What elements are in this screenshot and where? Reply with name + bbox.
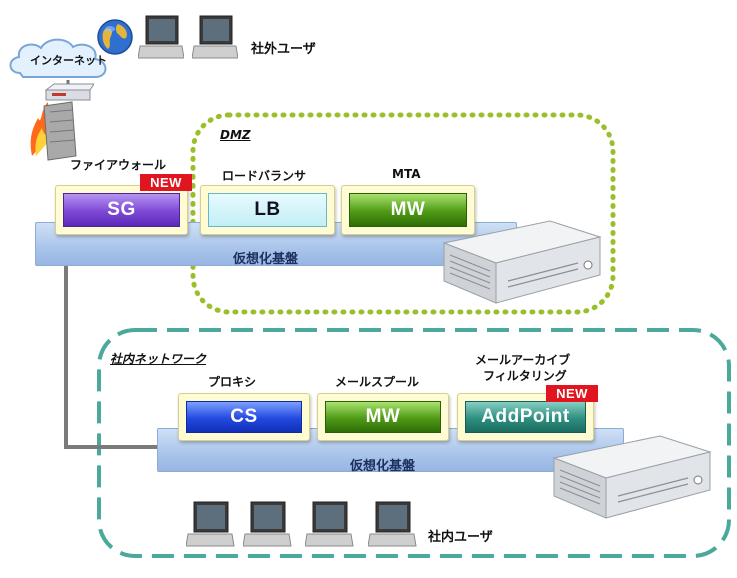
firewall-label: ファイアウォール [70, 158, 167, 172]
internet-cloud-icon [9, 38, 107, 78]
firewall-module: SG [55, 185, 188, 235]
filtering-label: フィルタリング [483, 369, 567, 383]
server-icon [552, 435, 712, 519]
cs-product: CS [186, 401, 302, 433]
load-balancer-module: LB [200, 185, 335, 235]
internet-label: インターネット [30, 54, 107, 67]
firewall-icon [30, 101, 77, 161]
router-icon [44, 83, 94, 101]
new-badge: NEW [546, 385, 598, 402]
laptop-icon [368, 501, 417, 547]
mail-archive-module: AddPoint [457, 393, 594, 441]
proxy-module: CS [178, 393, 310, 441]
globe-icon [97, 19, 133, 55]
laptop-icon [138, 15, 184, 59]
mw-product: MW [325, 401, 441, 433]
mw-product: MW [349, 193, 467, 227]
new-badge: NEW [140, 174, 192, 191]
internal-users-label: 社内ユーザ [428, 530, 493, 545]
server-icon [442, 220, 602, 304]
dmz-zone-outline [190, 112, 616, 315]
platform-label-internal: 仮想化基盤 [350, 459, 416, 474]
proxy-label: プロキシ [208, 375, 257, 389]
load-balancer-label: ロードバランサ [222, 169, 307, 183]
mta-module: MW [341, 185, 475, 235]
trunk-cable [64, 240, 160, 449]
mail-archive-label: メールアーカイブ [475, 353, 571, 367]
mail-spool-module: MW [317, 393, 449, 441]
laptop-icon [192, 15, 238, 59]
internal-zone-outline [97, 328, 731, 558]
dmz-title: DMZ [220, 128, 251, 142]
external-users-label: 社外ユーザ [251, 42, 316, 57]
laptop-icon [305, 501, 354, 547]
sg-product: SG [63, 193, 180, 227]
internal-network-title: 社内ネットワーク [110, 352, 207, 366]
lb-product: LB [208, 193, 327, 227]
mta-label: MTA [392, 167, 421, 181]
laptop-icon [243, 501, 292, 547]
mail-spool-label: メールスプール [335, 375, 420, 389]
platform-label-dmz: 仮想化基盤 [233, 252, 299, 267]
laptop-icon [186, 501, 235, 547]
addpoint-product: AddPoint [465, 401, 586, 433]
